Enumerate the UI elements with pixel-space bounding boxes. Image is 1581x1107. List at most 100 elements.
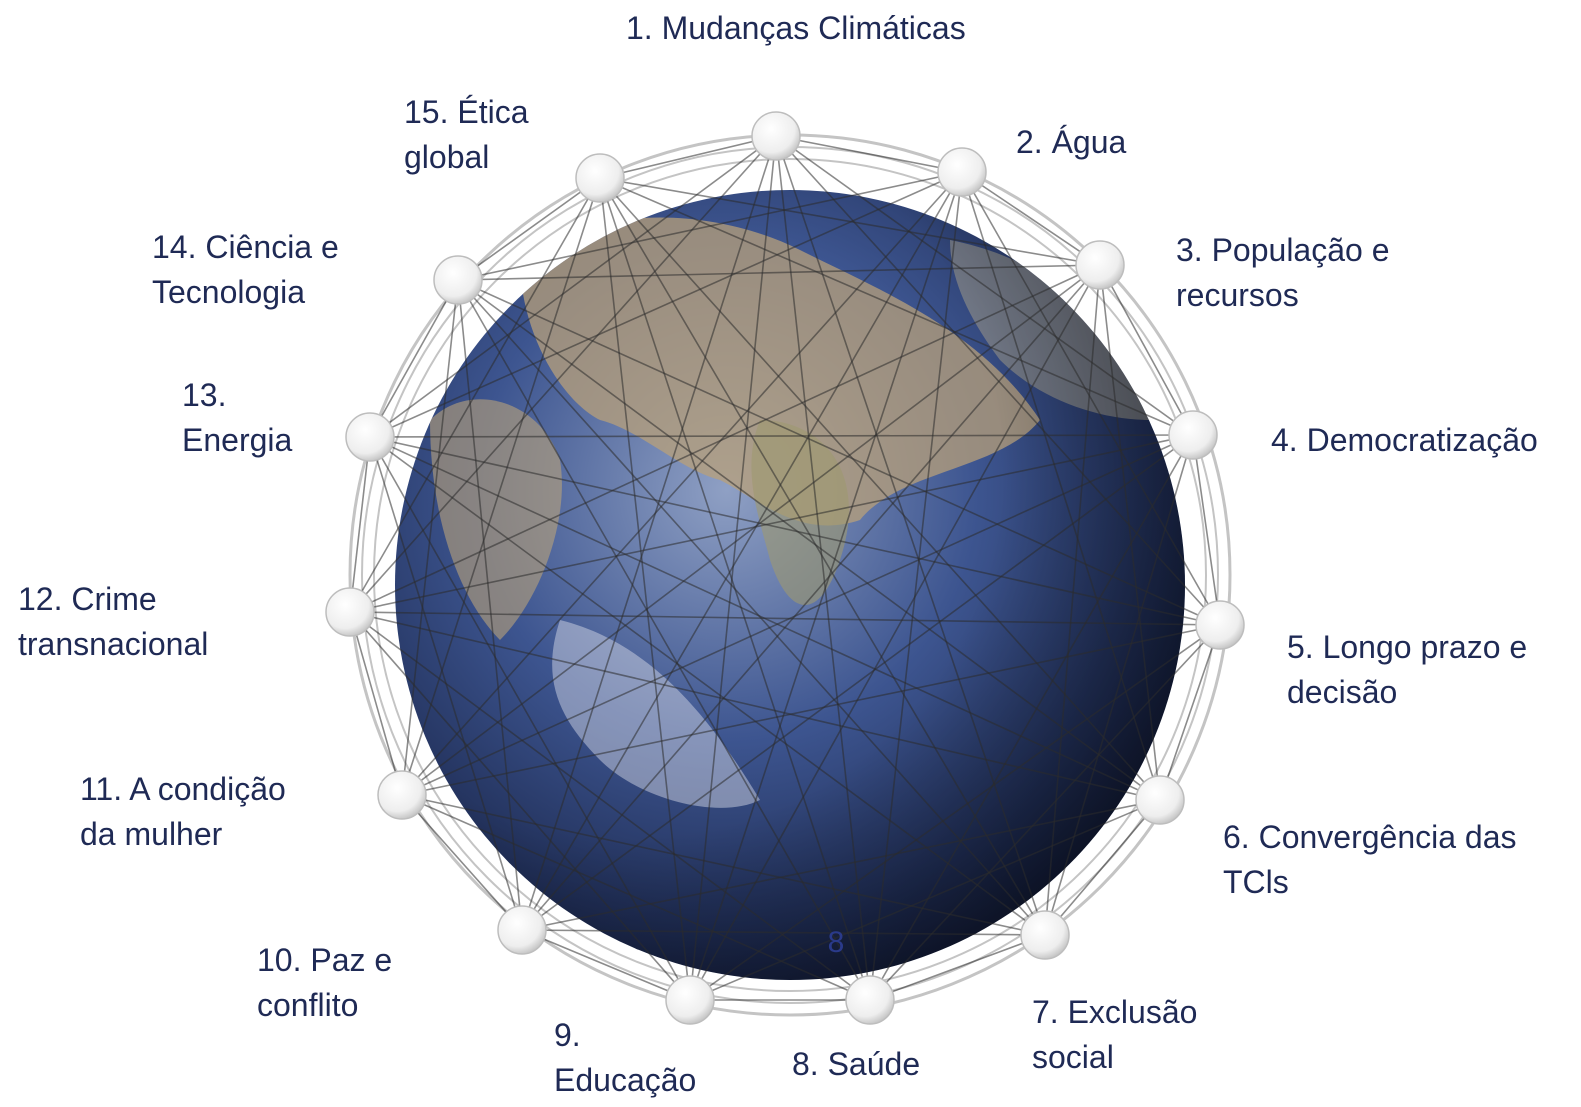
connection-line — [369, 434, 1194, 438]
connection-line — [599, 135, 777, 179]
connection-line — [961, 171, 1101, 266]
sphere-node-icon — [1168, 410, 1218, 460]
connection-line — [1044, 264, 1101, 936]
connection-line — [689, 171, 963, 1001]
sphere-node-icon — [575, 153, 625, 203]
connection-line — [521, 171, 963, 931]
label-education: 9.Educação — [554, 1017, 697, 1098]
connection-line — [349, 611, 871, 1001]
connection-line — [349, 135, 777, 613]
connection-line — [869, 934, 1046, 1001]
connection-line — [401, 177, 601, 796]
sphere-node-icon — [377, 770, 427, 820]
connection-line — [599, 177, 691, 1001]
connection-line — [521, 434, 1194, 931]
connection-line — [521, 799, 1161, 931]
connection-line — [401, 279, 459, 796]
connection-line — [1192, 434, 1221, 626]
connection-line — [775, 135, 1194, 436]
connection-line — [401, 434, 1194, 796]
earth-globe-icon — [395, 190, 1185, 980]
globe-marker-8: 8 — [828, 926, 845, 959]
connection-line — [521, 264, 1101, 931]
connection-line — [401, 794, 1046, 936]
connection-line — [869, 434, 1194, 1001]
connection-line — [775, 135, 1221, 626]
connection-line — [349, 177, 601, 613]
connection-line — [457, 177, 601, 281]
connection-line — [349, 436, 371, 613]
sphere-node-icon — [1020, 910, 1070, 960]
connection-line — [457, 279, 1161, 801]
connection-line — [1044, 799, 1161, 936]
sphere-node-icon — [497, 905, 547, 955]
node-ring — [325, 111, 1245, 1025]
connection-line — [599, 177, 871, 1001]
connection-line — [1099, 264, 1194, 436]
connection-line — [349, 611, 1161, 801]
connection-line — [349, 611, 691, 1001]
connection-line — [961, 171, 1221, 626]
connection-line — [457, 279, 523, 931]
sphere-node-icon — [665, 975, 715, 1025]
label-energy: 13.Energia — [182, 377, 293, 458]
connection-line — [521, 135, 777, 931]
sphere-node-icon — [751, 111, 801, 161]
connection-line — [401, 264, 1101, 796]
connection-line — [775, 135, 963, 173]
sphere-node-icon — [325, 587, 375, 637]
connection-line — [689, 264, 1101, 1001]
label-water: 2. Água — [1016, 124, 1127, 160]
connection-line — [401, 171, 963, 796]
label-democratization: 4. Democratização — [1271, 422, 1538, 458]
connection-line — [599, 177, 1194, 436]
connection-line — [521, 929, 1046, 936]
connection-line — [369, 436, 523, 931]
connection-line — [369, 279, 459, 438]
connection-line — [369, 436, 1161, 801]
connection-line — [869, 624, 1221, 1001]
connection-lines — [349, 135, 1221, 1001]
sphere-node-icon — [1135, 775, 1185, 825]
connection-line — [369, 436, 1046, 936]
connection-line — [457, 264, 1101, 281]
connection-line — [1159, 624, 1221, 801]
sphere-node-icon — [845, 975, 895, 1025]
connection-line — [457, 279, 1046, 936]
connection-line — [599, 177, 1101, 266]
connection-line — [369, 135, 777, 438]
connection-line — [689, 624, 1221, 1001]
sphere-node-icon — [1075, 240, 1125, 290]
connection-line — [457, 279, 1221, 626]
connection-line — [1044, 434, 1194, 936]
connection-line — [1099, 264, 1161, 801]
sphere-node-icon — [937, 147, 987, 197]
connection-line — [349, 611, 1221, 626]
connection-line — [961, 171, 1161, 801]
sphere-node-icon — [433, 255, 483, 305]
connection-line — [349, 434, 1194, 613]
connection-line — [401, 624, 1221, 796]
connection-line — [401, 794, 523, 931]
connection-line — [369, 436, 691, 1001]
connection-line — [349, 611, 403, 796]
label-health: 8. Saúde — [792, 1046, 921, 1082]
connection-line — [775, 135, 871, 1001]
connection-line — [401, 794, 871, 1001]
sphere-node-icon — [345, 412, 395, 462]
connection-line — [369, 436, 1221, 626]
connection-line — [349, 264, 1101, 613]
connection-line — [689, 799, 1161, 1001]
connection-line — [599, 177, 1046, 936]
connection-line — [599, 177, 1161, 801]
